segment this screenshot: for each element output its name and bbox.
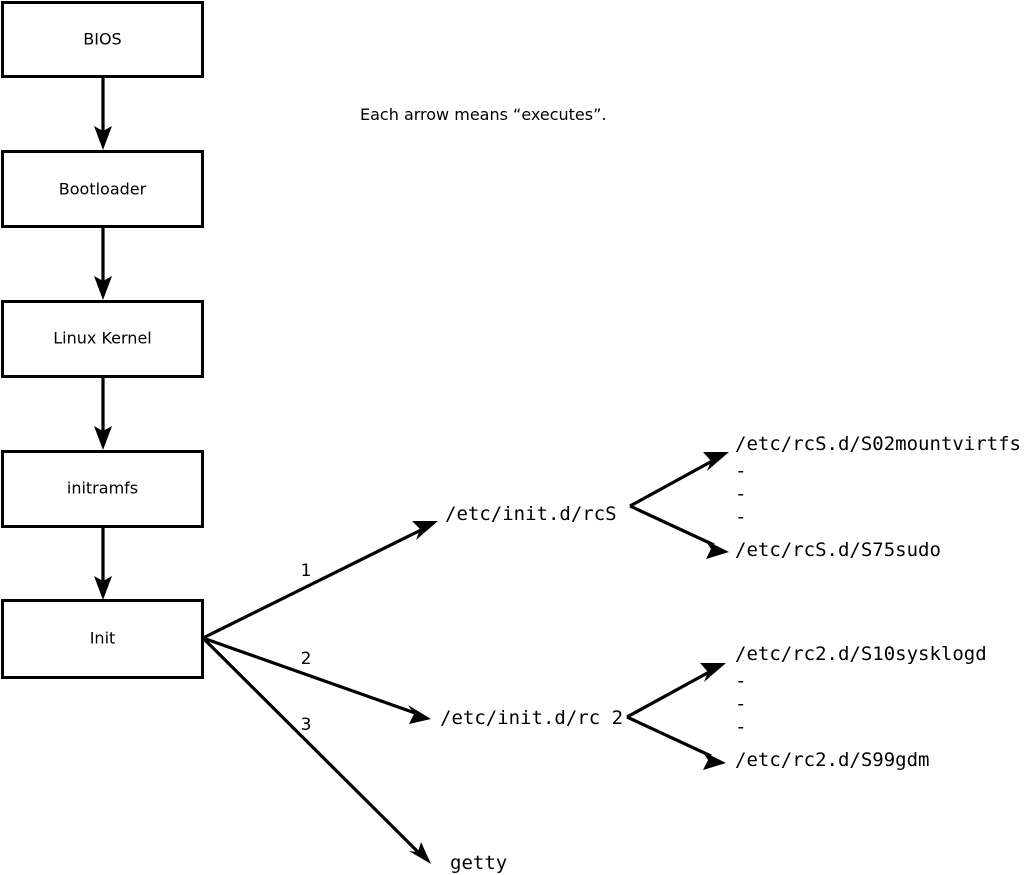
rcs-first-script-label: /etc/rcS.d/S02mountvirtfs <box>735 433 1021 455</box>
branch-1-number: 1 <box>301 561 312 581</box>
bios-label: BIOS <box>83 30 121 49</box>
node-bootloader[interactable]: Bootloader <box>1 150 204 228</box>
rc2-last-script-label: /etc/rc2.d/S99gdm <box>735 749 929 771</box>
rcs-last-script-label: /etc/rcS.d/S75sudo <box>735 539 941 561</box>
init-label: Init <box>90 629 116 648</box>
legend-note: Each arrow means “executes”. <box>360 105 606 124</box>
branch-3-number: 3 <box>301 715 312 735</box>
getty-label: getty <box>450 852 507 874</box>
initramfs-label: initramfs <box>67 479 138 498</box>
arrow-init-branch-1: 1 <box>202 521 438 640</box>
rcs-ellipsis-dash-2: - <box>735 483 746 505</box>
arrow-rcs-to-last-script <box>629 504 729 559</box>
rcs-ellipsis-dash-3: - <box>735 506 746 528</box>
rc2-ellipsis-dash-2: - <box>735 693 746 715</box>
branch-2-number: 2 <box>301 649 312 669</box>
arrow-initramfs-to-init <box>94 527 112 600</box>
init-rcs-label: /etc/init.d/rcS <box>445 503 617 525</box>
node-linux-kernel[interactable]: Linux Kernel <box>1 300 204 378</box>
initramfs-box[interactable] <box>1 450 204 528</box>
bios-box[interactable] <box>1 1 204 78</box>
arrow-bios-to-bootloader <box>94 77 112 150</box>
node-initramfs[interactable]: initramfs <box>1 450 204 528</box>
linux-kernel-label: Linux Kernel <box>53 329 151 348</box>
rcs-ellipsis-dash-1: - <box>735 460 746 482</box>
linux-kernel-box[interactable] <box>1 300 204 378</box>
bootloader-box[interactable] <box>1 150 204 228</box>
arrow-rc2-to-last-script <box>626 715 726 770</box>
node-init[interactable]: Init <box>1 599 204 679</box>
arrow-init-branch-3: 3 <box>201 636 431 864</box>
arrow-bootloader-to-kernel <box>94 227 112 300</box>
arrow-init-branch-2: 2 <box>202 636 431 724</box>
bootloader-label: Bootloader <box>59 180 147 199</box>
node-bios[interactable]: BIOS <box>1 1 204 78</box>
init-rc2-label: /etc/init.d/rc 2 <box>440 707 623 729</box>
arrow-rc2-to-first-script <box>626 663 726 719</box>
rc2-ellipsis-dash-1: - <box>735 670 746 692</box>
arrow-rcs-to-first-script <box>629 452 729 508</box>
rc2-first-script-label: /etc/rc2.d/S10sysklogd <box>735 643 987 665</box>
rc2-ellipsis-dash-3: - <box>735 716 746 738</box>
init-box[interactable] <box>1 599 204 679</box>
arrow-kernel-to-initramfs <box>94 377 112 450</box>
